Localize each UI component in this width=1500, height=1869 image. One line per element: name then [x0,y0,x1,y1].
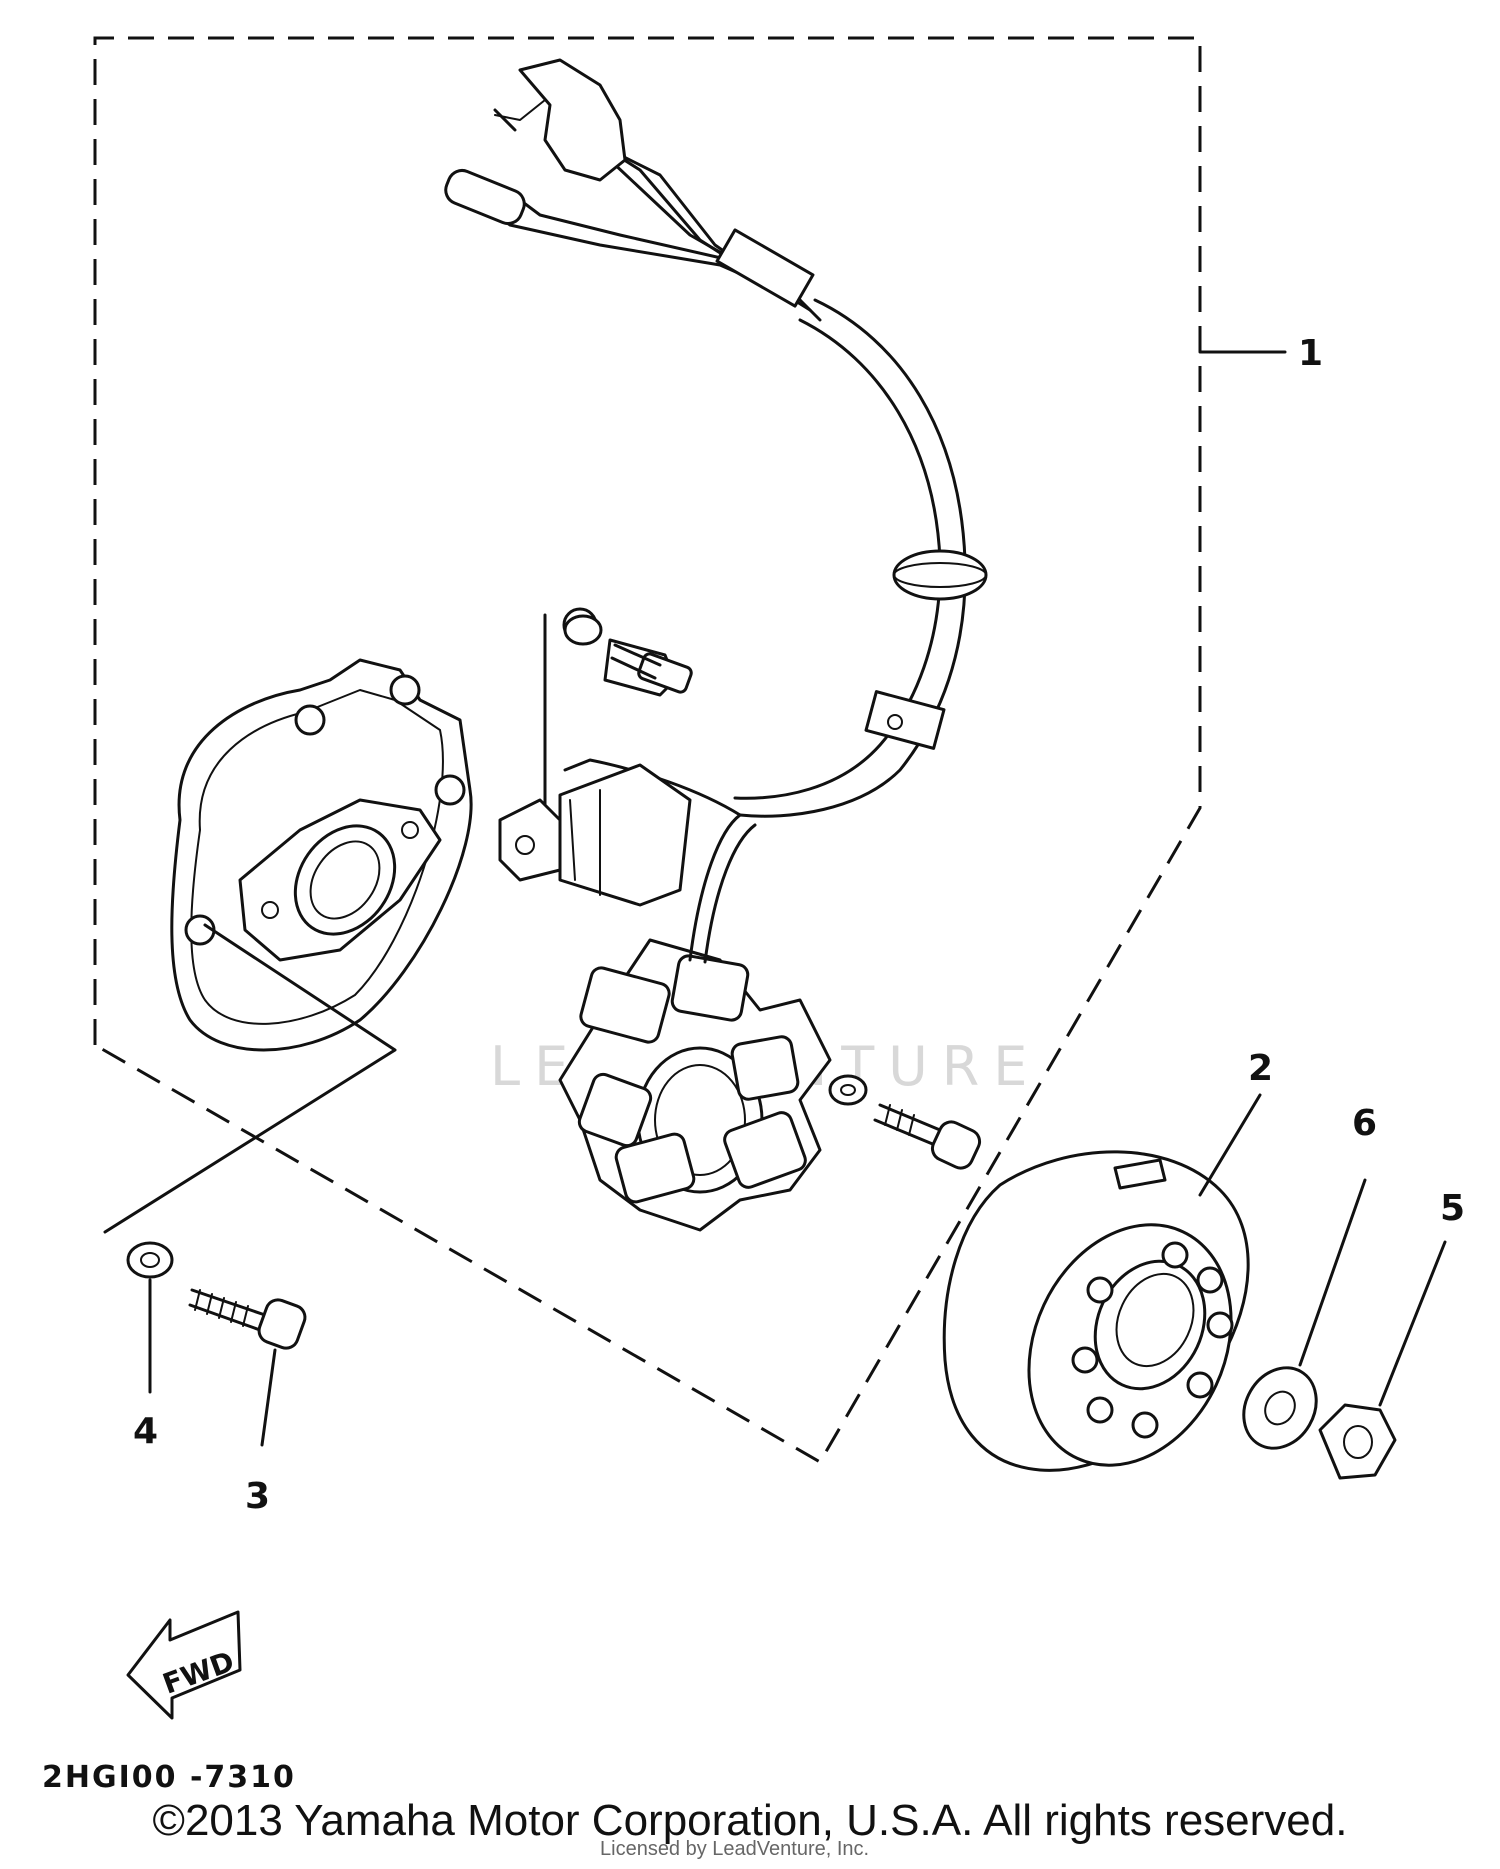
stator-washer-screw [828,1074,982,1170]
callout-3: 3 [245,1476,270,1517]
pickup-coil [498,607,693,907]
screw-part-3 [188,1288,307,1447]
copyright-notice: ©2013 Yamaha Motor Corporation, U.S.A. A… [152,1796,1348,1845]
base-plate [170,658,473,1052]
callout-2: 2 [1248,1048,1273,1089]
washer-part-4 [126,1241,174,1394]
callout-6: 6 [1352,1103,1377,1144]
connector-plug [444,58,627,226]
flywheel-rotor-part-2 [942,1093,1262,1472]
diagram-code: 2HGI00 -7310 [42,1760,296,1795]
license-note: Licensed by LeadVenture, Inc. [600,1838,870,1860]
wire-harness [468,118,988,818]
callout-4: 4 [133,1411,158,1452]
washer-part-6 [1242,1178,1367,1450]
assembly-boundary [93,36,1202,1465]
stator [558,813,832,1232]
coil-washer-screw [563,614,662,680]
callout-1: 1 [1298,333,1323,374]
callout-5: 5 [1440,1188,1465,1229]
leader-3-4 [103,923,397,1234]
nut-part-5 [1318,1240,1447,1480]
fwd-arrow-icon: FWD [126,1610,242,1720]
